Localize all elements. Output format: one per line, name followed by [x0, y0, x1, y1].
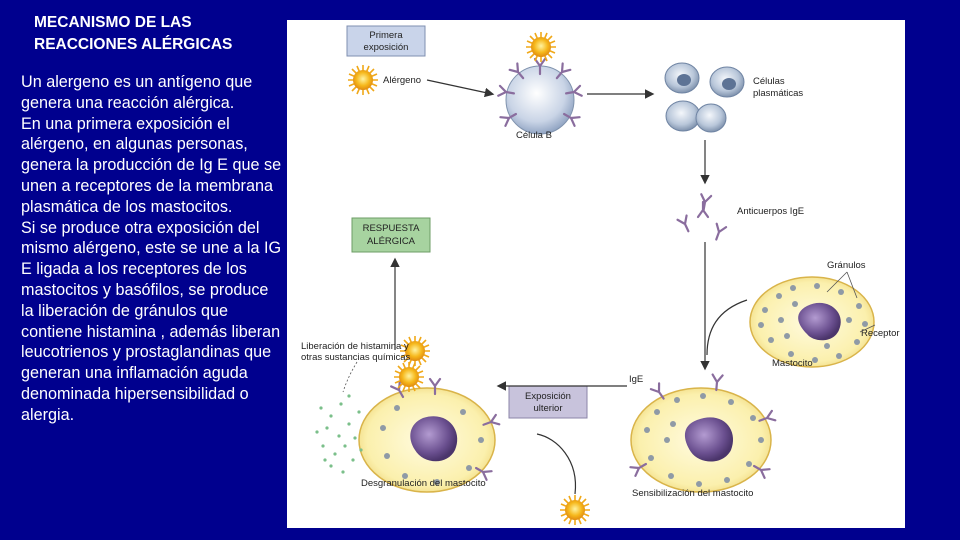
- sensitized-mast-cell: [629, 373, 777, 493]
- allergen-on-mast-cell-icon-2: [393, 361, 425, 393]
- released-granules: [315, 394, 363, 474]
- body-paragraph-1: Un alergeno es un antígeno que genera un…: [21, 73, 253, 112]
- celula-b-label: Célula B: [516, 130, 552, 141]
- plasmaticas-label-1: Células: [753, 76, 785, 87]
- body-paragraph-2: En una primera exposición el alérgeno, e…: [21, 114, 282, 216]
- mastocito-label: Mastocito: [772, 358, 813, 369]
- allergen-on-b-cell-icon: [525, 31, 557, 63]
- degranulacion-label: Desgranulación del mastocito: [361, 478, 486, 489]
- allergy-mechanism-diagram: Primera exposición Alérgeno Célula B Cél…: [287, 20, 905, 528]
- ige-label: IgE: [629, 374, 643, 385]
- respuesta-label-2: ALÉRGICA: [367, 236, 416, 247]
- granulos-label: Gránulos: [827, 260, 866, 271]
- plasmaticas-label-2: plasmáticas: [753, 88, 803, 99]
- liberacion-label-2: otras sustancias químicas: [301, 352, 411, 363]
- allergen-icon: [347, 64, 379, 96]
- slide-body-text: Un alergeno es un antígeno que genera un…: [21, 72, 283, 426]
- second-allergen-icon: [559, 494, 591, 526]
- plasma-cells: [664, 62, 745, 133]
- liberacion-label-1: Liberación de histamina y: [301, 341, 409, 352]
- slide-title: MECANISMO DE LAS REACCIONES ALÉRGICAS: [34, 12, 284, 56]
- respuesta-alergica-box: RESPUESTA ALÉRGICA: [351, 217, 431, 253]
- alergeno-label: Alérgeno: [383, 75, 421, 86]
- title-line-2: REACCIONES ALÉRGICAS: [34, 36, 233, 53]
- degranulating-mast-cell: [358, 377, 501, 493]
- exposicion-label-2: ulterior: [533, 403, 562, 414]
- title-line-1: MECANISMO DE LAS: [34, 14, 192, 31]
- body-paragraph-3: Si se produce otra exposición del mismo …: [21, 218, 282, 424]
- receptor-label: Receptor: [861, 328, 900, 339]
- anticuerpos-label: Anticuerpos IgE: [737, 206, 804, 217]
- primera-label-2: exposición: [364, 42, 409, 53]
- ige-antibodies: [676, 193, 728, 243]
- primera-exposicion-box: Primera exposición: [346, 25, 426, 57]
- sensibilizacion-label: Sensibilización del mastocito: [632, 488, 753, 499]
- exposicion-label-1: Exposición: [525, 391, 571, 402]
- mastocito-cell: [749, 276, 875, 368]
- exposicion-ulterior-box: Exposición ulterior: [508, 385, 588, 419]
- respuesta-label-1: RESPUESTA: [363, 223, 421, 234]
- primera-label-1: Primera: [369, 30, 403, 41]
- b-cell: [497, 57, 583, 135]
